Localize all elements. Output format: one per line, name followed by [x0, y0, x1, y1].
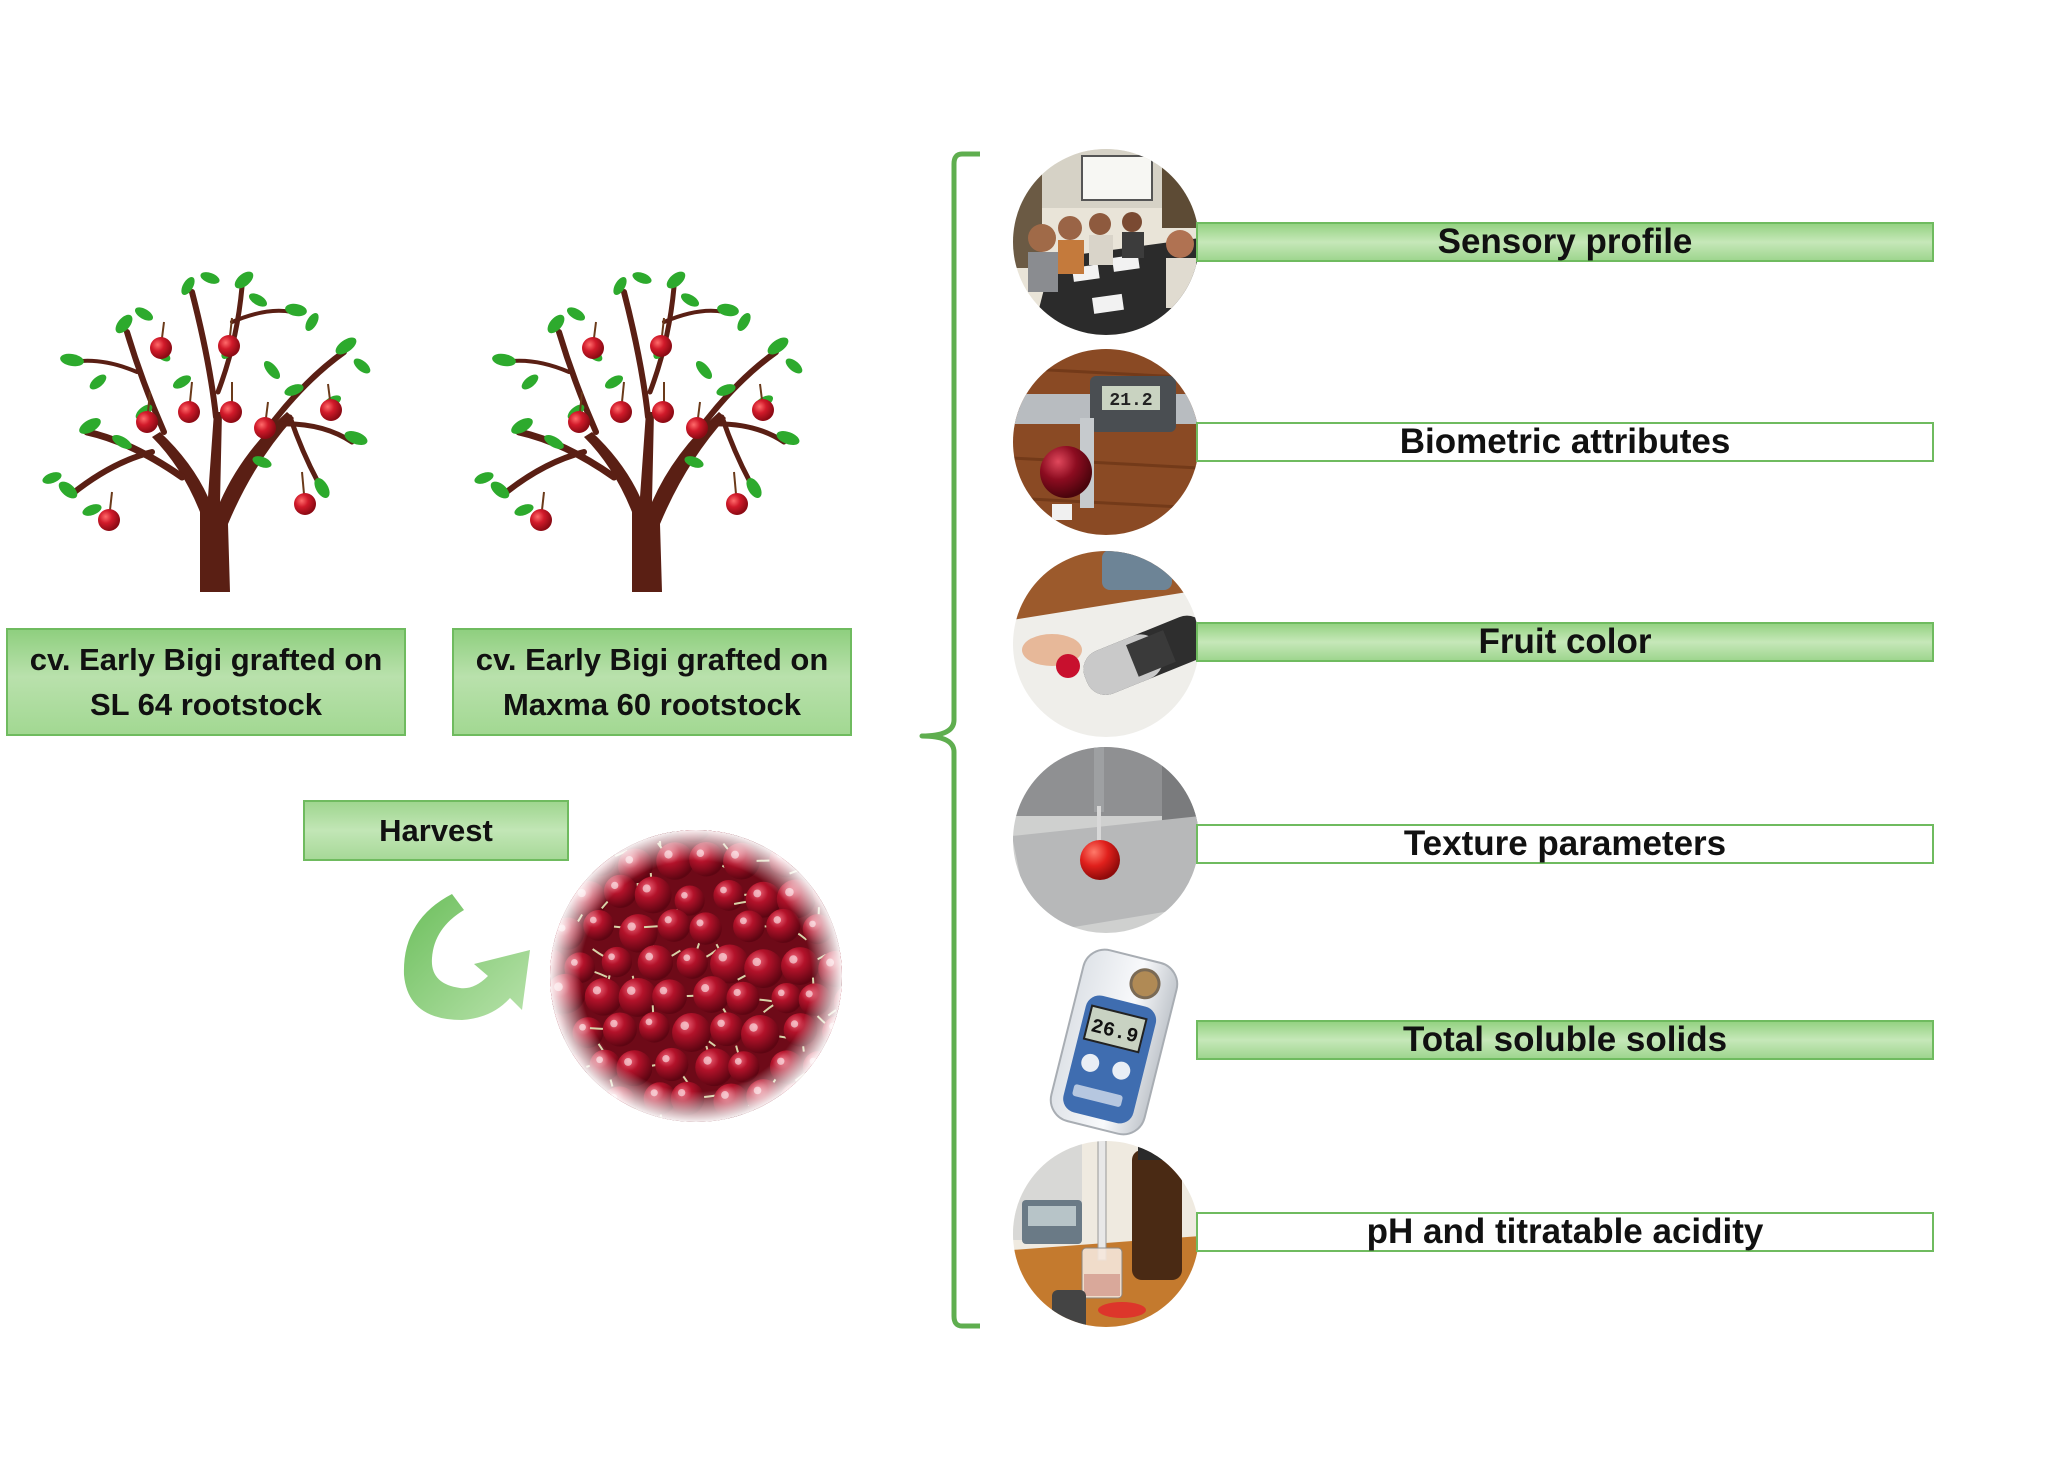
analysis-label: Texture parameters — [1403, 824, 1727, 863]
cherry-tree-maxma60-illustration — [464, 262, 824, 592]
analysis-label: Fruit color — [1478, 622, 1652, 661]
texture-analyzer-photo — [1013, 747, 1199, 933]
analysis-bar-sensory-profile: Sensory profile — [1196, 222, 1934, 262]
cultivar-box-maxma60: cv. Early Bigi grafted on Maxma 60 roots… — [452, 628, 852, 736]
cultivar-line2: Maxma 60 rootstock — [502, 687, 802, 722]
analysis-bar-biometric-attributes: Biometric attributes — [1196, 422, 1934, 462]
harvest-label: Harvest — [379, 812, 493, 848]
cherry-tree-sl64-illustration — [32, 262, 392, 592]
cultivar-line1: cv. Early Bigi grafted on — [475, 642, 829, 677]
caliper-display-value: 21.2 — [1109, 391, 1152, 411]
analysis-bar-fruit-color: Fruit color — [1196, 622, 1934, 662]
analysis-label: Sensory profile — [1437, 222, 1693, 261]
curved-arrow-icon — [403, 894, 530, 1020]
colorimeter-photo — [1013, 551, 1199, 737]
cultivar-line2: SL 64 rootstock — [89, 687, 322, 722]
curly-brace-connector — [919, 151, 980, 1329]
harvest-label-box: Harvest — [303, 800, 569, 861]
analysis-bar-ph-titratable-acidity: pH and titratable acidity — [1196, 1212, 1934, 1252]
sensory-panel-photo — [1013, 149, 1199, 335]
analysis-bar-total-soluble-solids: Total soluble solids — [1196, 1020, 1934, 1060]
cultivar-line1: cv. Early Bigi grafted on — [29, 642, 383, 677]
harvested-cherries-photo — [550, 830, 842, 1122]
analysis-label: pH and titratable acidity — [1366, 1212, 1764, 1251]
ph-titration-lab-photo — [1013, 1141, 1199, 1327]
analysis-label: Biometric attributes — [1399, 422, 1731, 461]
analysis-label: Total soluble solids — [1402, 1020, 1728, 1059]
cultivar-box-sl64: cv. Early Bigi grafted on SL 64 rootstoc… — [6, 628, 406, 736]
caliper-measurement-photo: 21.2 — [1013, 349, 1199, 535]
refractometer-photo: 26.9 — [1049, 948, 1179, 1136]
analysis-bar-texture-parameters: Texture parameters — [1196, 824, 1934, 864]
